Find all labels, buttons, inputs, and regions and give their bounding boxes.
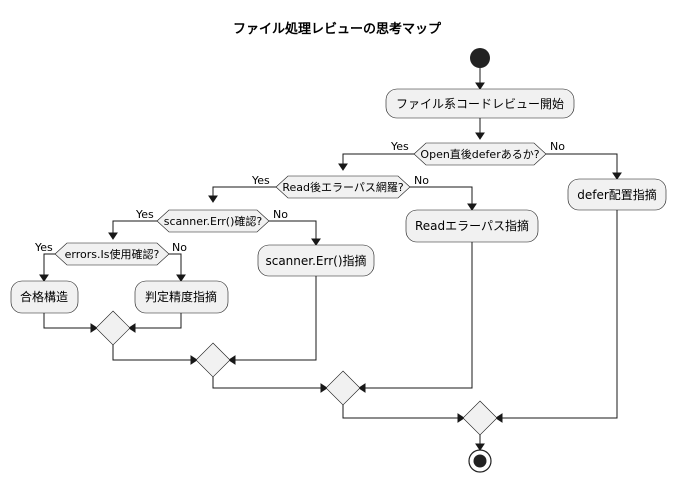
label-no: No — [414, 174, 429, 187]
label-no: No — [550, 140, 565, 153]
action-label: Readエラーパス指摘 — [415, 218, 529, 233]
condition-label: Open直後deferあるか? — [420, 147, 539, 161]
label-yes: Yes — [135, 208, 154, 221]
action-start-review: ファイル系コードレビュー開始 — [385, 88, 575, 119]
action-label: scanner.Err()指摘 — [265, 253, 366, 268]
condition-label: scanner.Err()確認? — [164, 214, 263, 228]
condition-open-defer: Open直後deferあるか? — [413, 142, 547, 166]
label-no: No — [273, 208, 288, 221]
condition-scanner-err: scanner.Err()確認? — [156, 209, 270, 233]
diagram-title: ファイル処理レビューの思考マップ — [233, 21, 442, 37]
action-label: 判定精度指摘 — [145, 289, 217, 304]
condition-errors-is: errors.Is使用確認? — [54, 242, 170, 266]
action-defer-point: defer配置指摘 — [567, 178, 667, 211]
condition-label: Read後エラーパス網羅? — [282, 180, 404, 194]
start-node — [470, 48, 490, 68]
action-label: defer配置指摘 — [577, 187, 657, 202]
action-read-err-point: Readエラーパス指摘 — [405, 209, 539, 243]
label-no: No — [172, 241, 187, 254]
merge-diamond — [95, 310, 131, 346]
action-precision-point: 判定精度指摘 — [134, 280, 229, 314]
branch-labels: Yes No Yes No Yes No Yes No — [34, 140, 565, 254]
edges — [39, 68, 622, 451]
label-yes: Yes — [251, 174, 270, 187]
label-yes: Yes — [34, 241, 53, 254]
merge-diamond — [325, 370, 361, 406]
merge-diamond — [462, 400, 498, 436]
merge-diamond — [195, 342, 231, 378]
stop-node — [468, 449, 492, 473]
label-yes: Yes — [390, 140, 409, 153]
action-pass: 合格構造 — [10, 280, 79, 314]
action-label: ファイル系コードレビュー開始 — [396, 97, 564, 111]
condition-read-err: Read後エラーパス網羅? — [275, 175, 411, 199]
action-scanner-err-point: scanner.Err()指摘 — [257, 244, 375, 277]
condition-label: errors.Is使用確認? — [65, 247, 160, 261]
action-label: 合格構造 — [20, 289, 68, 304]
